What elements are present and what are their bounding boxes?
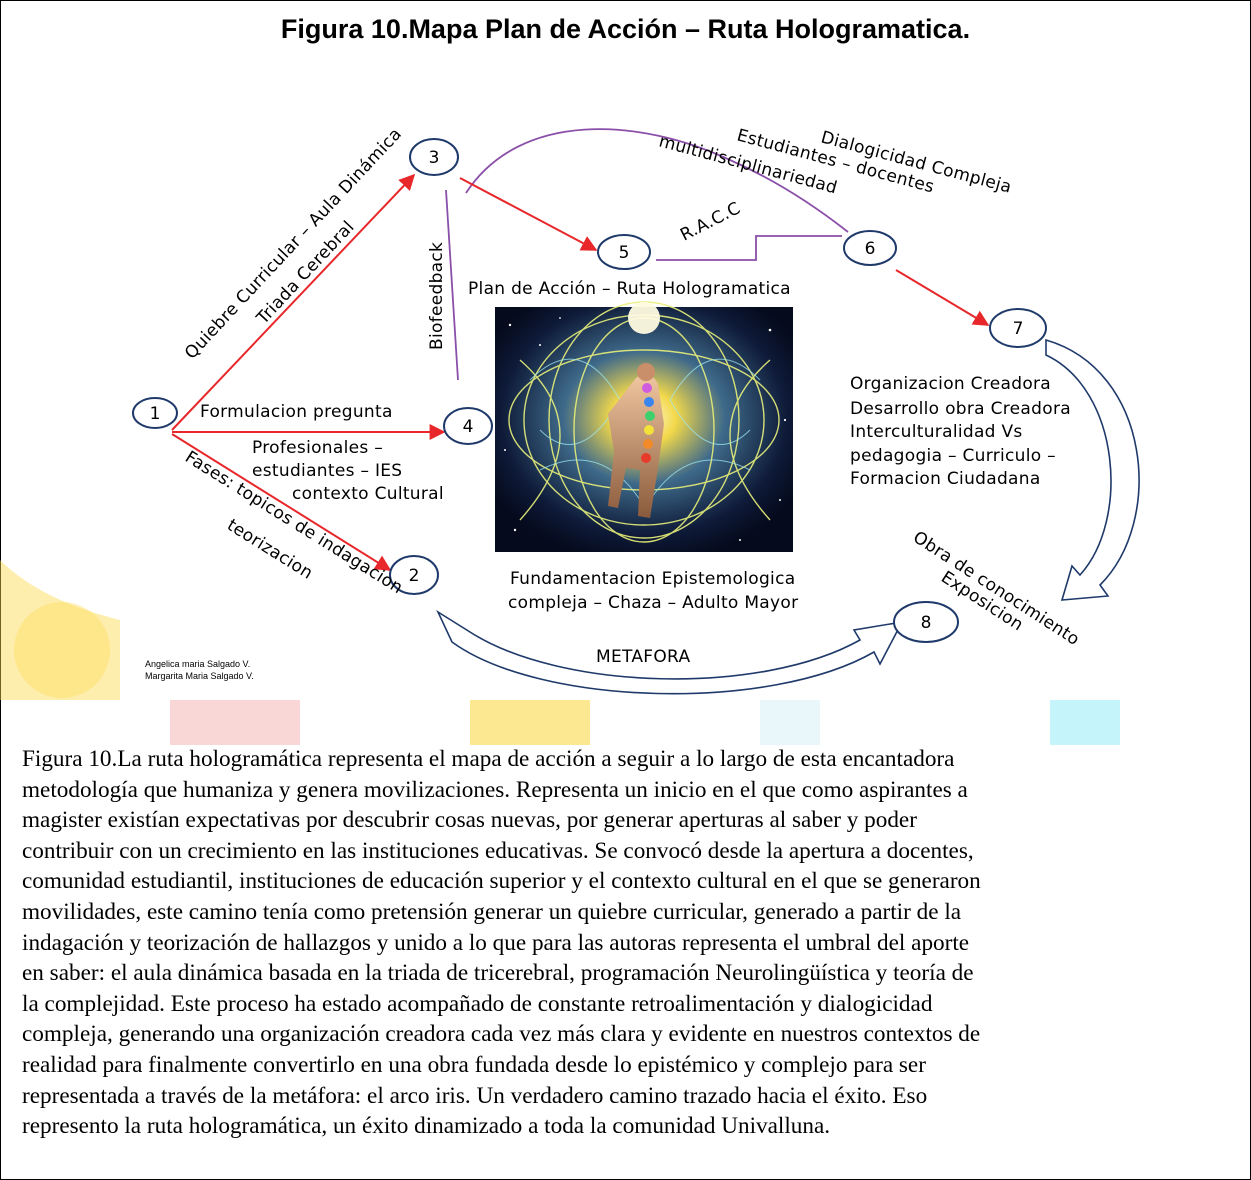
label-organizacion-5: Formacion Ciudadana: [850, 469, 1041, 489]
curve-3-6: [465, 128, 849, 233]
holographic-route-diagram: 1 2 3 4 5 6 7 8 Quiebre Curricular – Aul…: [0, 78, 1230, 745]
curve-arrow-7-8: [1045, 338, 1140, 601]
caption-line: comunidad estudiantil, instituciones de …: [22, 868, 981, 895]
label-plan-accion: Plan de Acción – Ruta Hologramatica: [468, 279, 791, 299]
authors-line-1: Angelica maria Salgado V.: [145, 659, 250, 669]
label-biofeedback: Biofeedback: [427, 242, 447, 350]
node-7: 7: [989, 308, 1047, 348]
line-5-6: [656, 235, 842, 261]
purple-connectors: [445, 128, 849, 381]
authors-line-2: Margarita Maria Salgado V.: [145, 671, 254, 681]
red-arrows: [171, 173, 990, 571]
caption-line: la complejidad. Este proceso ha estado a…: [22, 990, 933, 1017]
arrow-6-7: [895, 269, 990, 326]
node-5: 5: [597, 234, 651, 270]
caption-line: metodología que humaniza y genera movili…: [22, 776, 968, 803]
label-organizacion-3: Interculturalidad Vs: [850, 422, 1023, 442]
label-organizacion-1: Organizacion Creadora: [850, 374, 1051, 394]
node-8: 8: [893, 601, 959, 643]
caption-line: Figura 10.La ruta hologramática represen…: [22, 746, 955, 772]
arrow-3-5: [459, 177, 598, 251]
label-profesionales-1: Profesionales –: [252, 438, 383, 458]
arrow-1-2: [171, 433, 392, 571]
curve-arrow-2-8: [436, 609, 904, 695]
line-biofeedback: [445, 189, 459, 381]
svg-text:5: 5: [619, 243, 630, 263]
node-2: 2: [389, 555, 439, 595]
label-profesionales-3: contexto Cultural: [292, 484, 444, 504]
svg-text:8: 8: [921, 613, 932, 633]
label-metafora: METAFORA: [596, 647, 690, 667]
watermark-background: [0, 560, 1230, 745]
caption-line: compleja, generando una organización cre…: [22, 1021, 981, 1048]
node-6: 6: [843, 230, 897, 266]
caption-line: indagación y teorización de hallazgos y …: [22, 929, 970, 956]
label-formulacion: Formulacion pregunta: [200, 402, 393, 422]
node-3: 3: [409, 138, 459, 176]
label-fundamentacion-1: Fundamentacion Epistemologica: [510, 569, 795, 589]
svg-text:1: 1: [150, 404, 161, 424]
label-profesionales-2: estudiantes – IES: [252, 461, 402, 481]
arrow-1-3: [171, 173, 416, 431]
central-hologram-image: [495, 301, 793, 552]
node-4: 4: [443, 407, 493, 445]
caption-line: represento la ruta hologramática, un éxi…: [22, 1113, 831, 1140]
label-organizacion-2: Desarrollo obra Creadora: [850, 399, 1071, 419]
svg-text:4: 4: [463, 417, 474, 437]
caption-line: movilidades, este camino tenía como pret…: [22, 898, 962, 925]
label-organizacion-4: pedagogia – Curriculo –: [850, 446, 1056, 466]
svg-text:7: 7: [1013, 319, 1024, 339]
caption-line: magister existían expectativas por descu…: [22, 807, 917, 834]
node-1: 1: [132, 397, 178, 429]
caption-line: en saber: el aula dinámica basada en la …: [22, 960, 974, 987]
label-fundamentacion-2: compleja – Chaza – Adulto Mayor: [508, 593, 798, 613]
caption-line: realidad para finalmente convertirlo en …: [22, 1051, 926, 1078]
figure-caption: Figura 10.La ruta hologramática represen…: [22, 744, 1234, 1142]
figure-title: Figura 10.Mapa Plan de Acción – Ruta Hol…: [280, 14, 971, 44]
svg-text:2: 2: [409, 566, 420, 586]
curved-arrows: [436, 338, 1140, 695]
svg-text:6: 6: [865, 239, 876, 259]
caption-line: representada a través de la metáfora: el…: [22, 1082, 928, 1109]
caption-line: contribuir con un crecimiento en las ins…: [22, 837, 974, 864]
svg-text:3: 3: [429, 148, 440, 168]
